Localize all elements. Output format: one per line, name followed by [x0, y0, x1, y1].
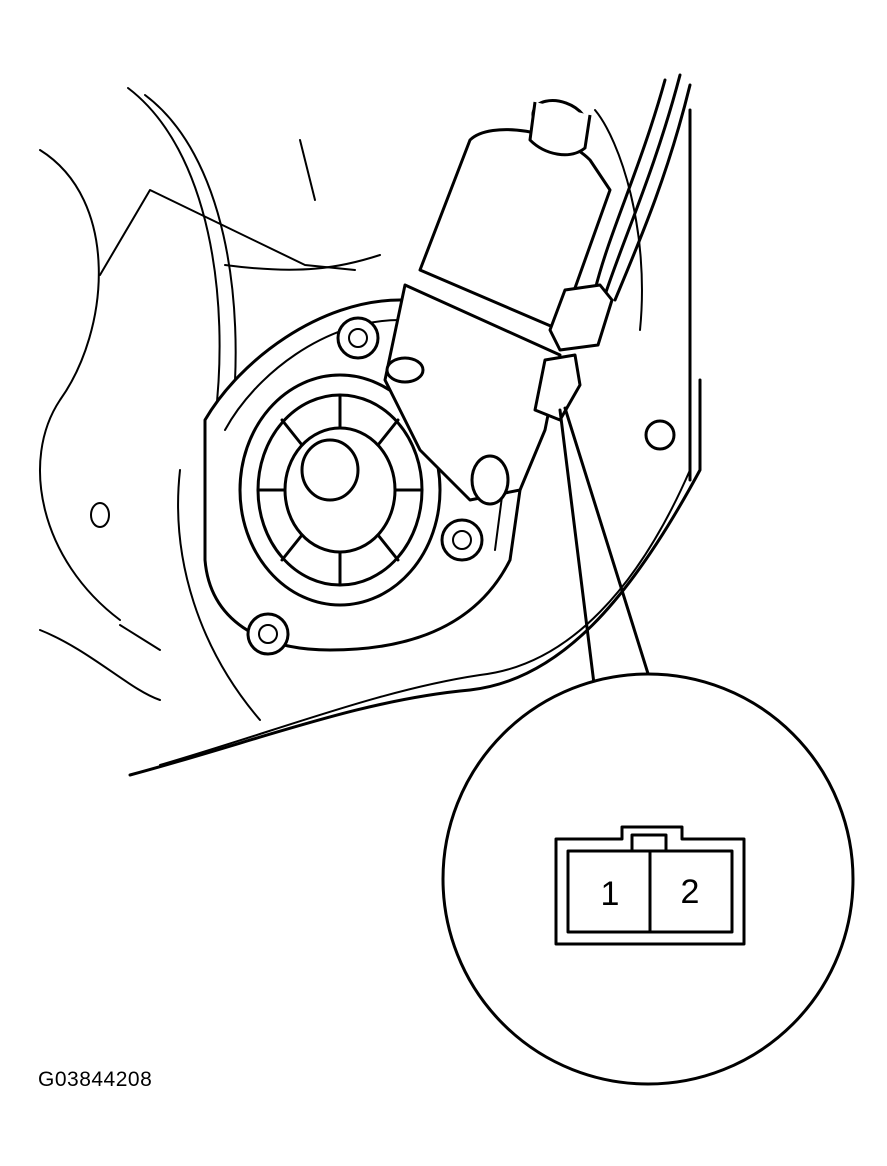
connector-callout: 1 2	[441, 672, 855, 1086]
pin-1-label: 1	[601, 875, 620, 913]
gear-cover-grille	[238, 373, 442, 607]
mounting-nut	[440, 518, 484, 562]
mounting-nut	[336, 316, 380, 360]
callout-leader	[558, 406, 662, 718]
door-panel-contours	[39, 87, 702, 777]
motor-connector	[533, 283, 614, 422]
pin-2-label: 2	[681, 873, 700, 911]
mounting-nut	[246, 612, 290, 656]
mounting-nut	[644, 419, 676, 451]
wiring-harness	[593, 73, 692, 302]
motor-housing	[383, 99, 612, 506]
figure-id-label: G03844208	[38, 1068, 153, 1091]
